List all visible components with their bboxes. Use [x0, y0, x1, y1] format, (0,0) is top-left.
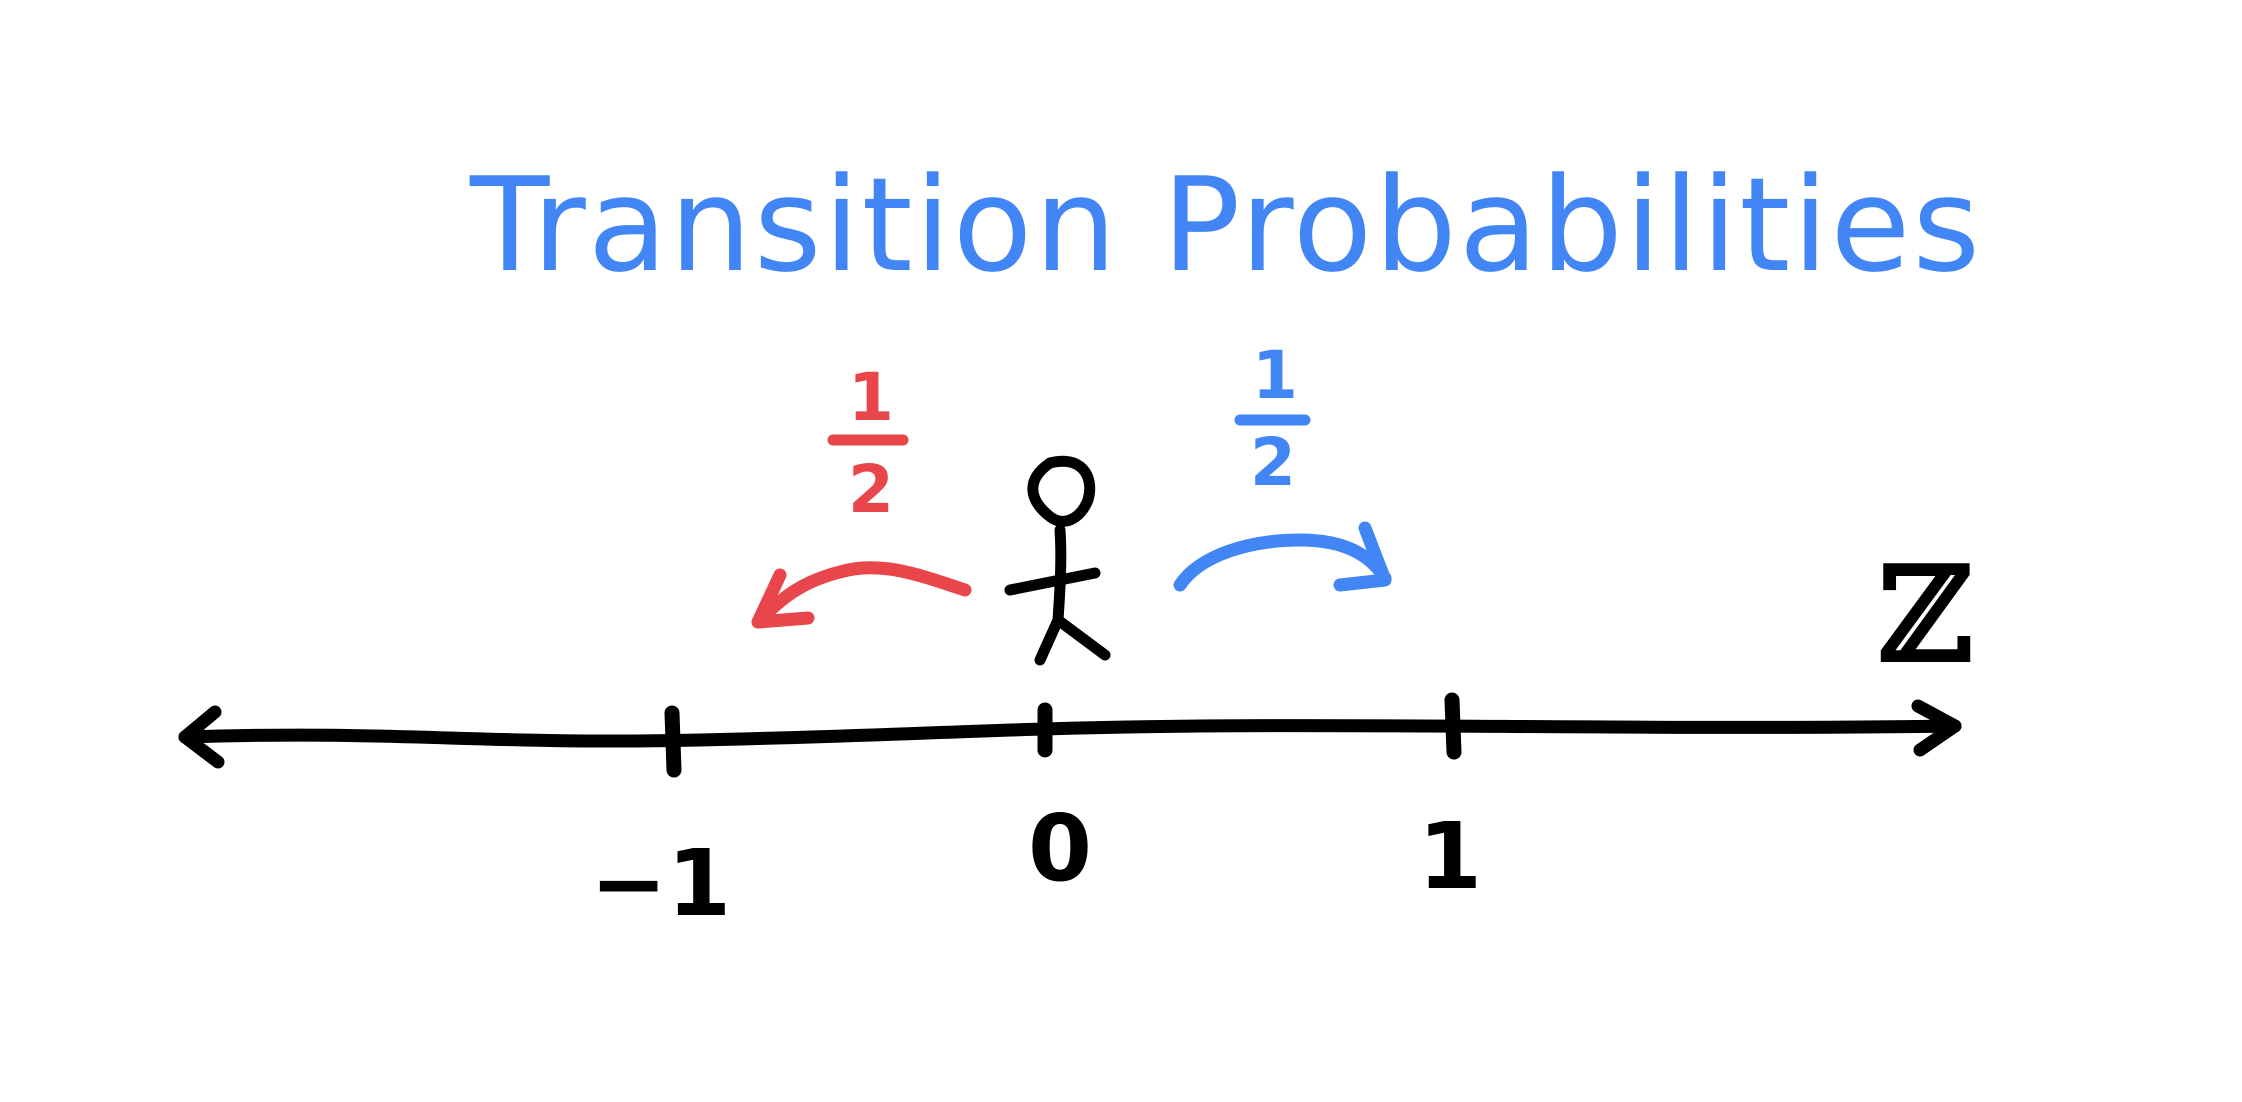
- right-move-arrowhead-icon: [1333, 521, 1392, 592]
- stick-figure-walker: [1004, 455, 1111, 666]
- tick-label-zero: 0: [1028, 795, 1092, 902]
- diagram-title: Transition Probabilities: [469, 149, 1982, 301]
- tick-mark-minus-one: [664, 705, 682, 778]
- walker-arms: [1004, 567, 1101, 596]
- left-prob-numerator: 1: [848, 359, 894, 436]
- right-prob-denominator: 2: [1250, 424, 1296, 501]
- walker-leg-right: [1052, 614, 1111, 661]
- right-arrowhead-icon: [1911, 699, 1962, 757]
- number-line: −1 0 1: [178, 692, 1962, 937]
- walker-head: [1027, 455, 1096, 527]
- number-line-axis: [178, 719, 1962, 748]
- left-arrowhead-icon: [178, 705, 225, 769]
- left-move-arrowhead-icon: [751, 568, 815, 629]
- left-prob-denominator: 2: [848, 451, 894, 528]
- right-move-arrow: [1173, 533, 1392, 592]
- right-transition: 1 2: [1173, 337, 1392, 592]
- integers-symbol: ℤ: [1878, 538, 1973, 691]
- right-prob-numerator: 1: [1252, 337, 1298, 414]
- left-move-arrow: [753, 561, 972, 627]
- tick-label-one: 1: [1418, 803, 1482, 910]
- tick-label-minus-one: −1: [590, 830, 731, 937]
- tick-mark-one: [1444, 692, 1462, 760]
- left-transition: 1 2: [751, 359, 972, 629]
- walker-body: [1034, 524, 1067, 666]
